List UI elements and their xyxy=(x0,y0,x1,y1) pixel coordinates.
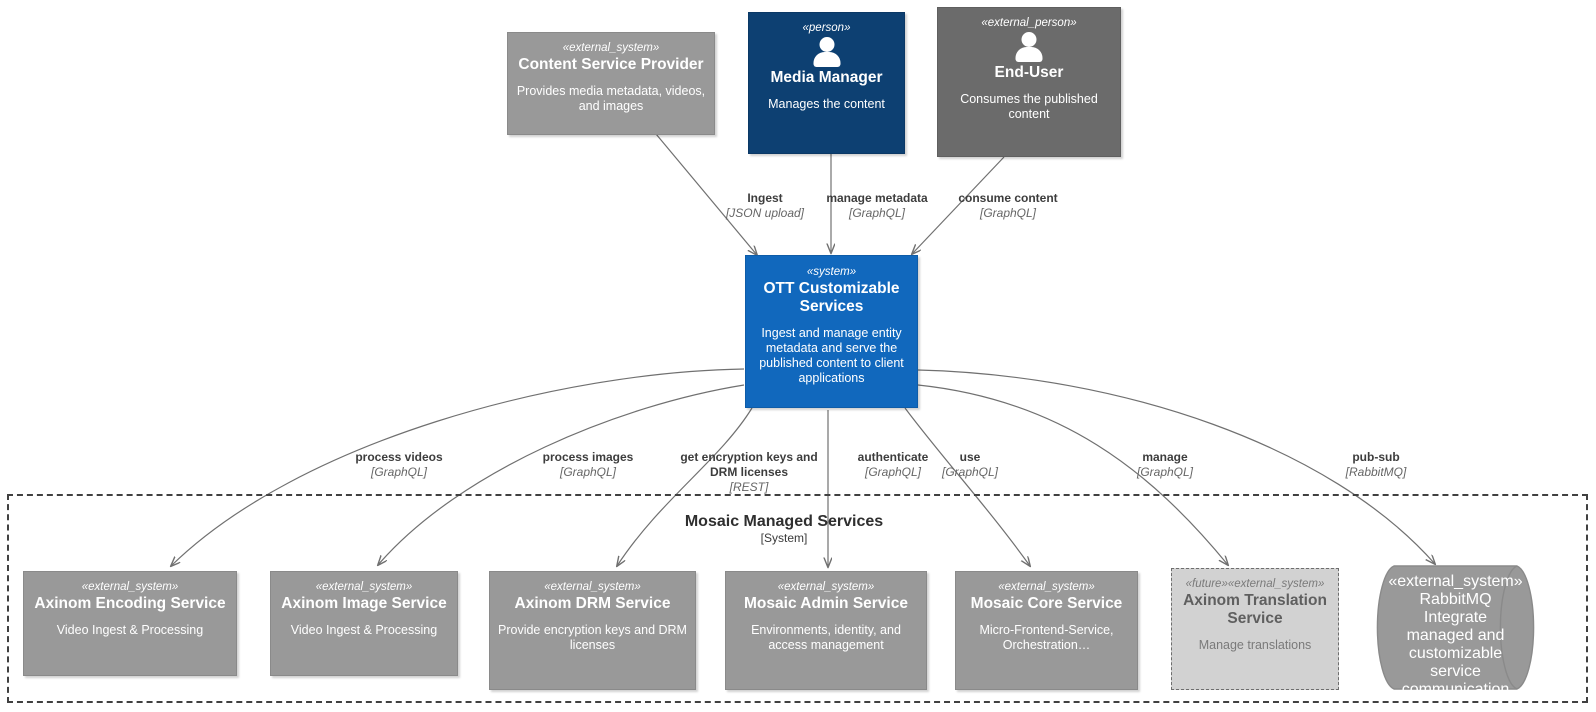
node-title: End-User xyxy=(994,64,1064,81)
edge-label-text: consume content xyxy=(958,191,1058,205)
node-description: Environments, identity, and access manag… xyxy=(751,623,901,652)
node-axinom-encoding-service[interactable]: «external_system» Axinom Encoding Servic… xyxy=(23,571,237,676)
node-stereotype: «external_person» xyxy=(981,17,1077,29)
edge-label-use: use [GraphQL] xyxy=(920,450,1020,480)
node-stereotype: «system» xyxy=(806,266,857,278)
node-title: Axinom Translation Service xyxy=(1183,592,1327,627)
node-end-user[interactable]: «external_person» End-User Consumes the … xyxy=(937,7,1121,157)
node-description: Video Ingest & Processing xyxy=(56,623,204,637)
edge-label-process-videos: process videos [GraphQL] xyxy=(334,450,464,480)
node-description: Consumes the published content xyxy=(960,92,1098,121)
node-title: Axinom Image Service xyxy=(281,595,447,612)
node-stereotype: «external_system» xyxy=(998,581,1095,593)
node-stereotype: «external_system» xyxy=(81,581,179,593)
node-content-service-provider[interactable]: «external_system» Content Service Provid… xyxy=(507,32,715,135)
edge-label-technology: [GraphQL] xyxy=(1136,465,1194,479)
node-title: Axinom Encoding Service xyxy=(34,595,226,612)
edge-label-technology: [GraphQL] xyxy=(370,465,428,479)
edge-label-technology: [GraphQL] xyxy=(559,465,617,479)
edge-label-text: get encryption keys and DRM licenses xyxy=(680,450,818,479)
edge-label-pub-sub: pub-sub [RabbitMQ] xyxy=(1316,450,1436,480)
node-title: OTT Customizable Services xyxy=(763,280,900,315)
node-description: Manage translations xyxy=(1198,638,1312,652)
node-stereotype: «external_system» xyxy=(1388,573,1523,590)
node-description: Provide encryption keys and DRM licenses xyxy=(498,623,687,652)
edge-label-ingest: Ingest [JSON upload] xyxy=(700,191,830,221)
node-description: Manages the content xyxy=(768,97,885,111)
node-axinom-drm-service[interactable]: «external_system» Axinom DRM Service Pro… xyxy=(489,571,696,690)
node-rabbitmq[interactable]: «external_system» RabbitMQ Integrate man… xyxy=(1374,565,1537,698)
node-description: Provides media metadata, videos, and ima… xyxy=(516,84,706,113)
node-stereotype: «external_system» xyxy=(315,581,413,593)
node-title: Media Manager xyxy=(770,69,883,86)
edge-label-text: process images xyxy=(542,450,634,464)
edge-label-text: authenticate xyxy=(857,450,929,464)
node-title: Mosaic Admin Service xyxy=(744,595,908,612)
edge-label-consume-content: consume content [GraphQL] xyxy=(943,191,1073,221)
boundary-label: Mosaic Managed Services [System] xyxy=(604,512,964,546)
edge-label-manage-metadata: manage metadata [GraphQL] xyxy=(812,191,942,221)
edge-label-text: manage metadata xyxy=(826,191,928,205)
node-mosaic-admin-service[interactable]: «external_system» Mosaic Admin Service E… xyxy=(725,571,927,690)
queue-shape xyxy=(1376,565,1535,690)
node-description: Integrate managed and customizable servi… xyxy=(1401,609,1510,698)
node-stereotype: «external_system» xyxy=(777,581,875,593)
edge-label-text: process videos xyxy=(355,450,443,464)
person-icon-head xyxy=(819,37,834,52)
node-description: Micro-Frontend-Service, Orchestration… xyxy=(979,623,1114,652)
edge-label-text: Ingest xyxy=(747,191,783,205)
edge-label-technology: [JSON upload] xyxy=(725,206,805,220)
node-mosaic-core-service[interactable]: «external_system» Mosaic Core Service Mi… xyxy=(955,571,1138,690)
node-title: Axinom DRM Service xyxy=(514,595,671,612)
node-title: Content Service Provider xyxy=(518,56,704,73)
edge-label-text: use xyxy=(959,450,981,464)
edge-label-technology: [GraphQL] xyxy=(848,206,906,220)
boundary-subtitle: [System] xyxy=(760,531,808,545)
node-stereotype: «external_system» xyxy=(562,42,660,54)
node-stereotype: «future»«external_system» xyxy=(1185,578,1325,590)
edge-label-technology: [GraphQL] xyxy=(941,465,999,479)
person-icon-body xyxy=(1015,47,1043,62)
person-icon xyxy=(1012,32,1046,62)
boundary-mosaic-managed-services xyxy=(7,494,1588,703)
node-rabbitmq-text: «external_system» RabbitMQ Integrate man… xyxy=(1374,565,1537,698)
edge-label-technology: [RabbitMQ] xyxy=(1345,465,1407,479)
node-title: Mosaic Core Service xyxy=(970,595,1123,612)
edge-label-authenticate: authenticate [GraphQL] xyxy=(833,450,953,480)
person-icon-body xyxy=(813,52,840,67)
person-icon-head xyxy=(1021,32,1037,47)
edge-label-text: manage xyxy=(1142,450,1188,464)
node-description: Video Ingest & Processing xyxy=(290,623,438,637)
node-ott-customizable-services[interactable]: «system» OTT Customizable Services Inges… xyxy=(745,255,918,408)
node-title: RabbitMQ xyxy=(1419,591,1492,608)
person-icon xyxy=(810,37,844,67)
node-axinom-translation-service[interactable]: «future»«external_system» Axinom Transla… xyxy=(1171,568,1339,690)
node-axinom-image-service[interactable]: «external_system» Axinom Image Service V… xyxy=(270,571,458,676)
edge-label-technology: [GraphQL] xyxy=(864,465,922,479)
edge-label-technology: [REST] xyxy=(729,480,769,494)
edge-label-text: pub-sub xyxy=(1352,450,1400,464)
edge-label-process-images: process images [GraphQL] xyxy=(523,450,653,480)
boundary-title: Mosaic Managed Services xyxy=(684,513,884,530)
node-stereotype: «external_system» xyxy=(544,581,641,593)
edge-label-technology: [GraphQL] xyxy=(979,206,1037,220)
node-media-manager[interactable]: «person» Media Manager Manages the conte… xyxy=(748,12,905,154)
edge-label-manage: manage [GraphQL] xyxy=(1105,450,1225,480)
node-stereotype: «person» xyxy=(802,22,851,34)
node-description: Ingest and manage entity metadata and se… xyxy=(759,326,904,385)
edge-label-get-keys: get encryption keys and DRM licenses [RE… xyxy=(669,450,829,495)
